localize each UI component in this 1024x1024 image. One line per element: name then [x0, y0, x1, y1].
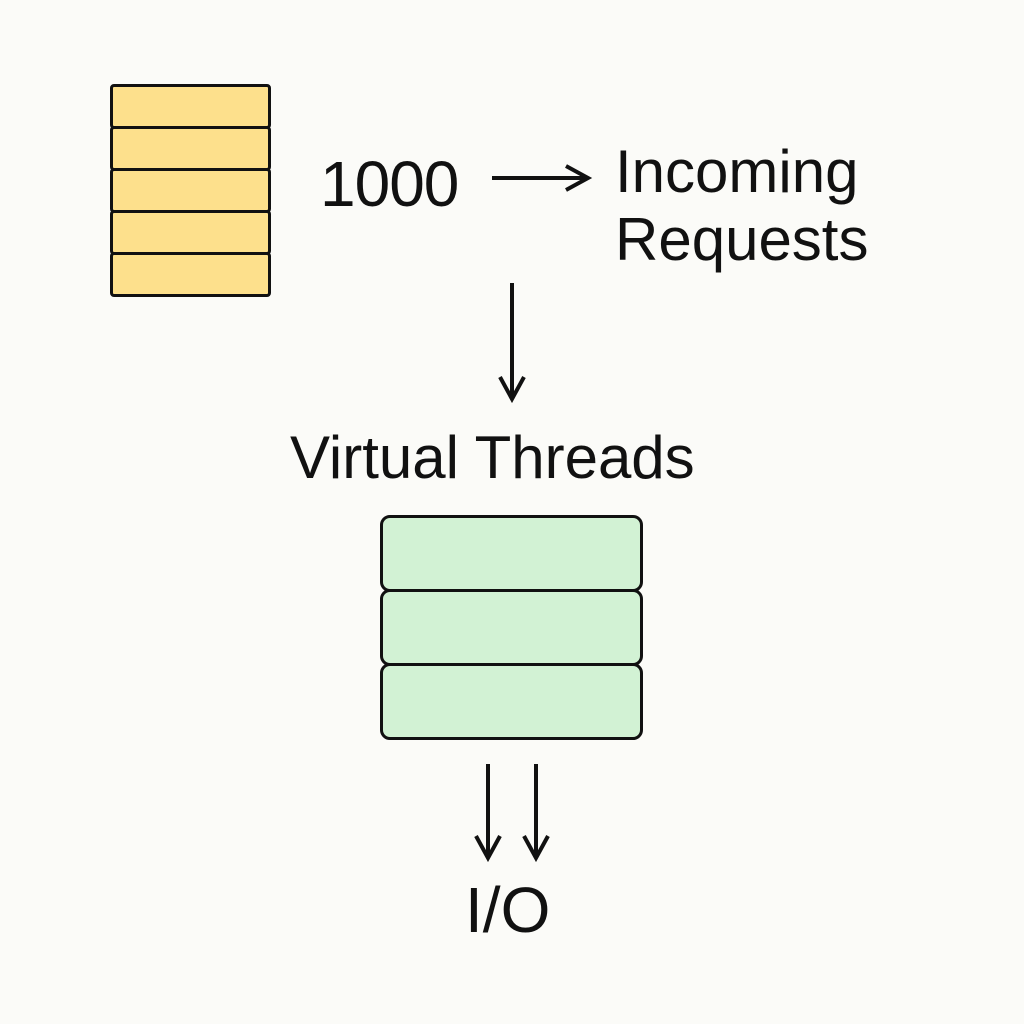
- request-block: [110, 210, 271, 255]
- arrow-threads-to-io-left: [474, 764, 502, 863]
- virtual-thread-stack: [380, 515, 643, 740]
- virtual-thread-block: [380, 663, 643, 740]
- virtual-thread-block: [380, 589, 643, 666]
- arrow-count-to-requests: [492, 164, 593, 192]
- virtual-threads-label: Virtual Threads: [290, 424, 695, 491]
- request-queue-stack: [110, 84, 271, 297]
- request-block: [110, 168, 271, 213]
- arrow-requests-to-threads: [498, 283, 526, 404]
- virtual-thread-block: [380, 515, 643, 592]
- arrow-threads-to-io-right: [522, 764, 550, 863]
- request-count-label: 1000: [320, 148, 459, 220]
- io-label: I/O: [465, 874, 551, 946]
- request-block: [110, 252, 271, 297]
- incoming-requests-label: Incoming Requests: [615, 138, 869, 273]
- request-block: [110, 84, 271, 129]
- request-block: [110, 126, 271, 171]
